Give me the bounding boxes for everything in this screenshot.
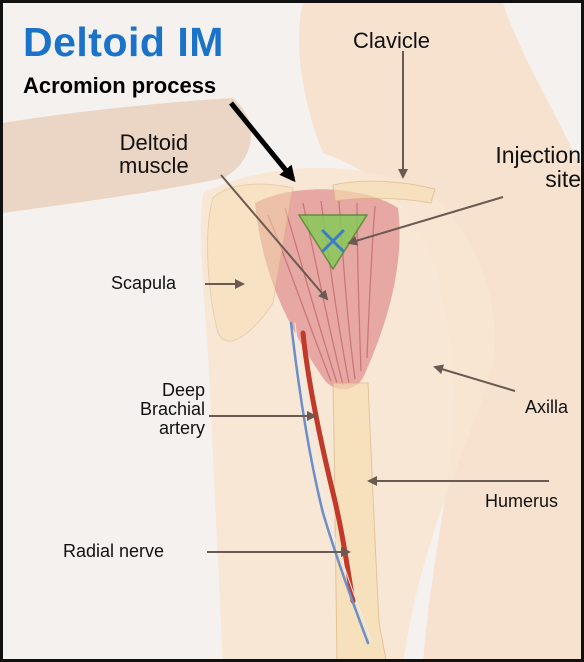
- deltoid-muscle-label-line2: muscle: [119, 154, 189, 177]
- anatomy-illustration: [3, 3, 584, 662]
- humerus-label: Humerus: [485, 492, 558, 511]
- clavicle-label: Clavicle: [353, 29, 430, 52]
- injection-site-label-line1: Injection: [475, 143, 581, 167]
- injection-site-label-line2: site: [475, 167, 581, 191]
- scapula-label: Scapula: [111, 274, 176, 293]
- axilla-label: Axilla: [525, 398, 568, 417]
- radial-nerve-label: Radial nerve: [63, 542, 164, 561]
- injection-site-label: Injection site: [475, 143, 581, 191]
- deltoid-muscle-label: Deltoid muscle: [119, 131, 189, 177]
- deep-brachial-label-line1: Deep: [105, 381, 205, 400]
- diagram-title: Deltoid IM: [23, 19, 224, 66]
- deep-brachial-artery-label: Deep Brachial artery: [105, 381, 205, 438]
- deep-brachial-label-line3: artery: [105, 419, 205, 438]
- deep-brachial-label-line2: Brachial: [105, 400, 205, 419]
- acromion-process-label: Acromion process: [23, 73, 216, 99]
- deltoid-muscle-label-line1: Deltoid: [119, 131, 189, 154]
